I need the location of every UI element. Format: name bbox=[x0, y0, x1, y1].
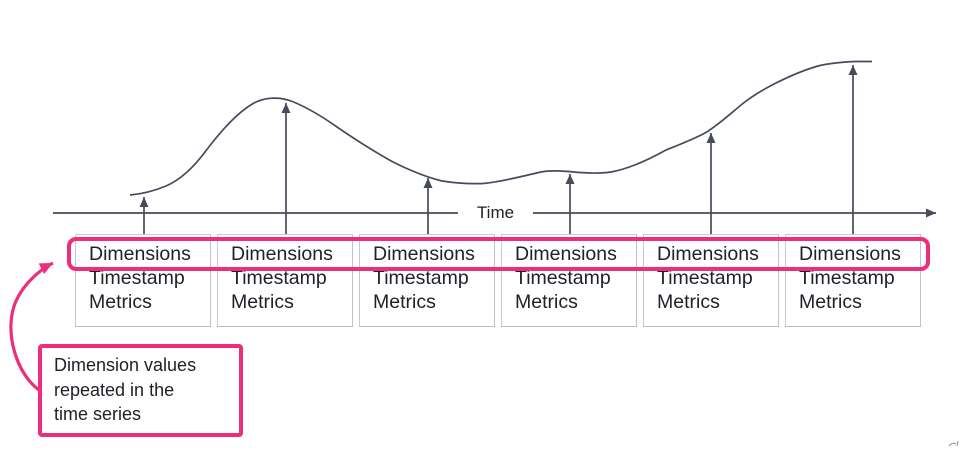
record-field-metrics: Metrics bbox=[231, 291, 294, 313]
record-field-timestamp: Timestamp bbox=[231, 267, 327, 289]
record-field-dimensions: Dimensions bbox=[89, 243, 191, 265]
record-field-dimensions: Dimensions bbox=[373, 243, 475, 265]
record-field-dimensions: Dimensions bbox=[231, 243, 333, 265]
record-box: Dimensions Timestamp Metrics bbox=[785, 234, 921, 327]
record-field-metrics: Metrics bbox=[657, 291, 720, 313]
record-field-timestamp: Timestamp bbox=[657, 267, 753, 289]
record-field-timestamp: Timestamp bbox=[799, 267, 895, 289]
annotation-line: repeated in the bbox=[54, 379, 175, 400]
time-series-curve bbox=[129, 60, 872, 196]
annotation-callout: Dimension values repeated in the time se… bbox=[38, 344, 243, 437]
record-field-dimensions: Dimensions bbox=[515, 243, 617, 265]
record-field-metrics: Metrics bbox=[799, 291, 862, 313]
record-box: Dimensions Timestamp Metrics bbox=[217, 234, 353, 327]
axis-label: Time bbox=[458, 202, 533, 224]
record-field-metrics: Metrics bbox=[89, 291, 152, 313]
record-box: Dimensions Timestamp Metrics bbox=[501, 234, 637, 327]
annotation-line: time series bbox=[54, 404, 142, 424]
record-box: Dimensions Timestamp Metrics bbox=[359, 234, 495, 327]
crop-artifact bbox=[948, 440, 959, 447]
record-field-timestamp: Timestamp bbox=[89, 267, 185, 289]
record-field-timestamp: Timestamp bbox=[373, 267, 469, 289]
sample-arrows bbox=[139, 65, 858, 234]
record-field-timestamp: Timestamp bbox=[515, 267, 611, 289]
callout-arrow bbox=[9, 261, 54, 394]
record-field-dimensions: Dimensions bbox=[799, 243, 901, 265]
record-field-metrics: Metrics bbox=[515, 291, 578, 313]
record-field-dimensions: Dimensions bbox=[657, 243, 759, 265]
record-field-metrics: Metrics bbox=[373, 291, 436, 313]
record-box: Dimensions Timestamp Metrics bbox=[643, 234, 779, 327]
annotation-line: Dimension values bbox=[54, 355, 197, 375]
record-box: Dimensions Timestamp Metrics bbox=[75, 234, 211, 327]
